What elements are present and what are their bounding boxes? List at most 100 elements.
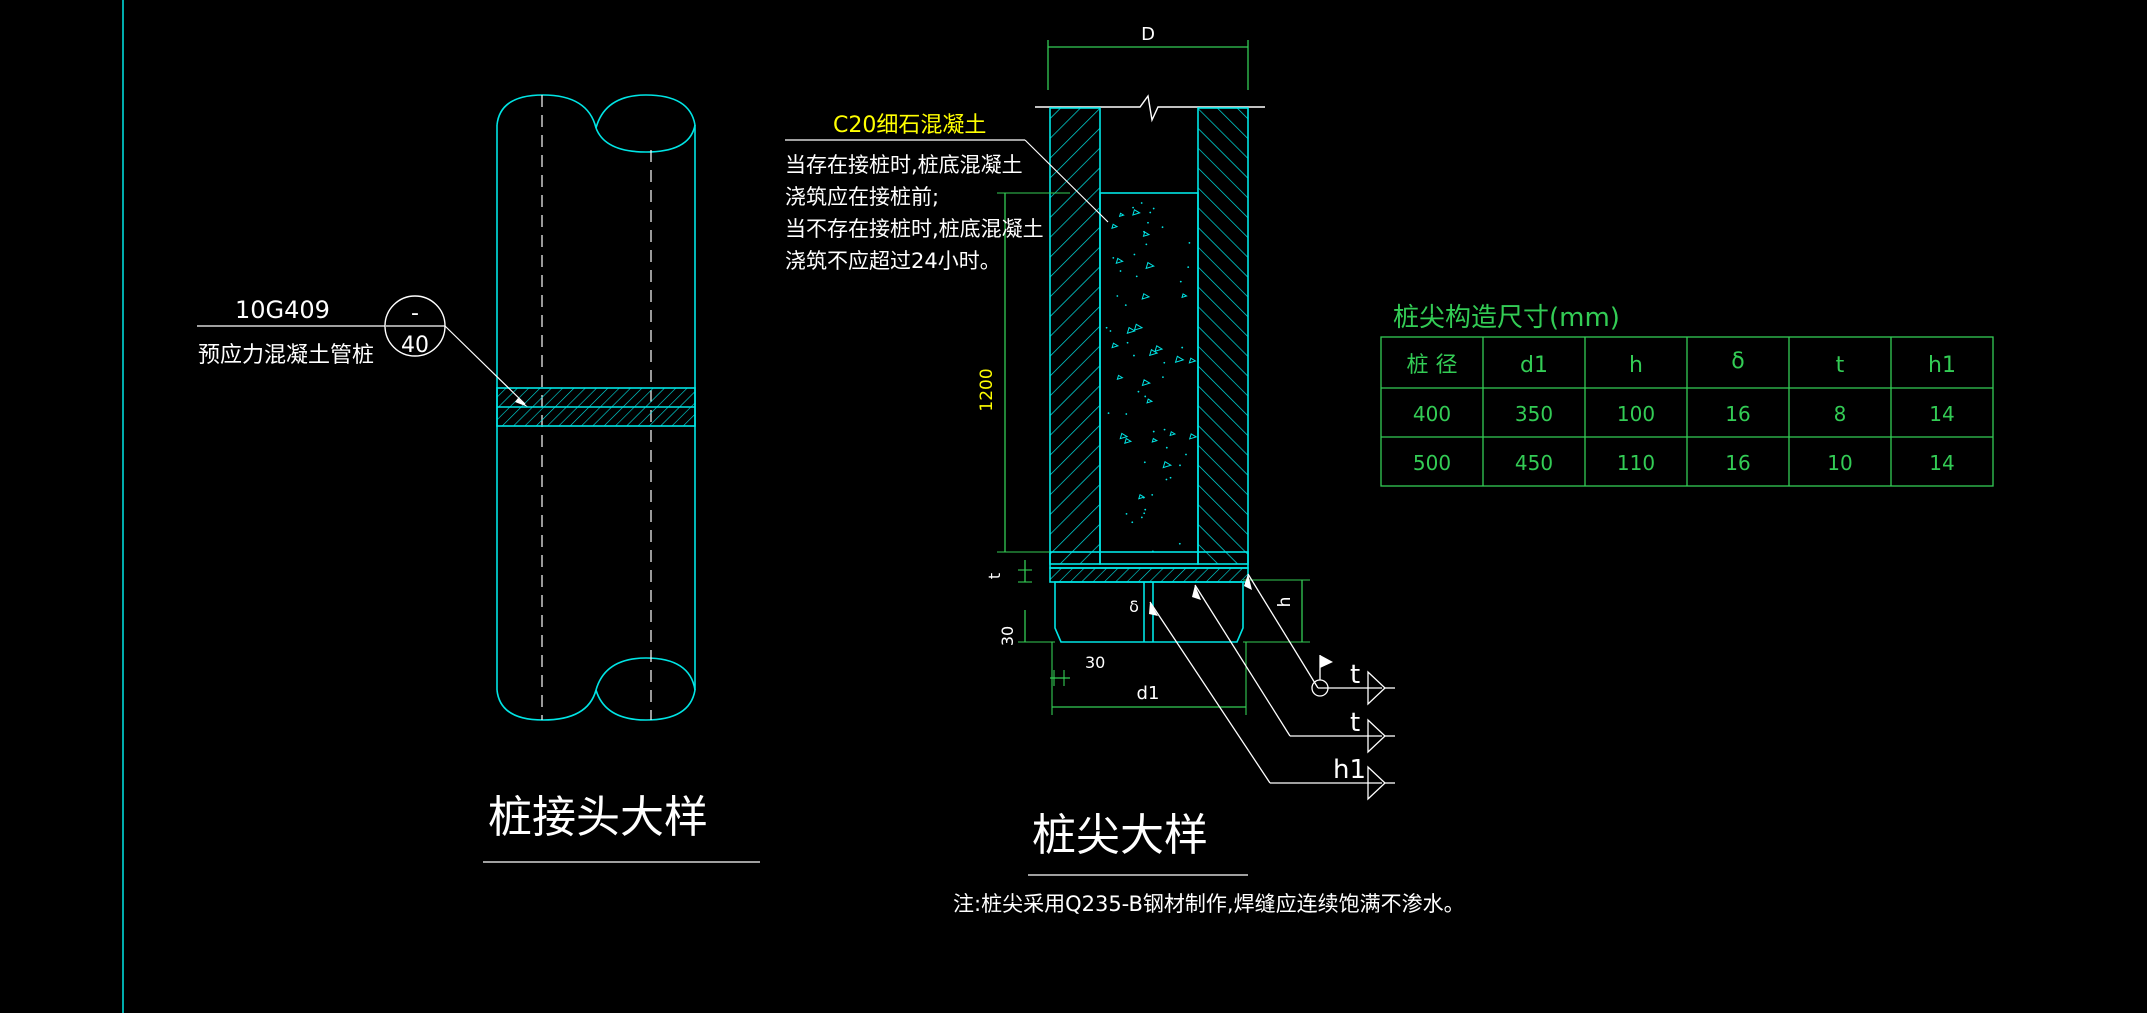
joint-ref-code: 10G409 xyxy=(235,296,330,324)
table-header-delta: δ xyxy=(1731,349,1744,374)
aggregate-mark xyxy=(1132,209,1141,216)
table-cell: 100 xyxy=(1617,402,1655,426)
aggregate-dot xyxy=(1137,390,1140,393)
aggregate-mark xyxy=(1138,493,1146,500)
table-header-h: h xyxy=(1629,353,1643,378)
pile-joint-detail: 10G409 预应力混凝土管桩 - 40 桩接头大样 xyxy=(197,94,760,863)
aggregate-mark xyxy=(1141,292,1151,300)
aggregate-dot xyxy=(1151,494,1154,496)
table-header-h1: h1 xyxy=(1928,353,1956,378)
aggregate-mark xyxy=(1162,460,1173,469)
aggregate-mark xyxy=(1151,437,1159,443)
joint-detail-title: 桩接头大样 xyxy=(488,792,708,843)
aggregate-dot xyxy=(1144,395,1147,398)
aggregate-dot xyxy=(1105,326,1108,329)
pour-note-line-4: 浇筑不应超过24小时。 xyxy=(785,249,1001,273)
table-cell: 14 xyxy=(1929,451,1954,475)
aggregate-mark xyxy=(1142,231,1151,238)
aggregate-dot xyxy=(1169,476,1172,479)
aggregate-dot xyxy=(1140,202,1143,204)
aggregate-mark xyxy=(1111,342,1120,349)
table-cell: 14 xyxy=(1929,402,1954,426)
aggregate-dot xyxy=(1109,330,1112,332)
aggregate-dot xyxy=(1143,461,1146,464)
aggregate-dot xyxy=(1147,221,1149,224)
table-header-d1: d1 xyxy=(1520,353,1548,378)
aggregate-dot xyxy=(1165,478,1168,481)
aggregate-dot xyxy=(1126,341,1129,344)
table-title: 桩尖构造尺寸(mm) xyxy=(1393,303,1620,333)
dim-h: h xyxy=(1275,597,1295,608)
dim-t-left: t xyxy=(985,573,1004,579)
aggregate-dot xyxy=(1188,241,1191,244)
dim-D: D xyxy=(1141,24,1155,45)
table-cell: 450 xyxy=(1515,451,1553,475)
aggregate-mark xyxy=(1141,379,1151,387)
aggregate-dot xyxy=(1185,453,1187,456)
aggregate-dot xyxy=(1125,413,1128,415)
concrete-label: C20细石混凝土 xyxy=(833,113,986,138)
table-header-t: t xyxy=(1836,353,1845,378)
aggregate-dot xyxy=(1165,446,1168,449)
table-cell: 8 xyxy=(1834,402,1847,426)
aggregate-mark xyxy=(1181,293,1188,299)
tip-detail-title: 桩尖大样 xyxy=(1032,810,1208,861)
aggregate-dot xyxy=(1179,280,1182,283)
pour-note-line-3: 当不存在接桩时,桩底混凝土 xyxy=(785,217,1044,241)
aggregate-dot xyxy=(1116,295,1119,297)
aggregate-dot xyxy=(1131,521,1134,524)
aggregate-dot xyxy=(1181,346,1184,349)
tip-footnote: 注:桩尖采用Q235-B钢材制作,焊缝应连续饱满不渗水。 xyxy=(953,892,1465,916)
pile-tip-detail: D 1200 t 30 30 xyxy=(785,24,1465,916)
aggregate-mark xyxy=(1174,355,1185,363)
aggregate-mark xyxy=(1146,398,1154,404)
aggregate-mark xyxy=(1188,357,1197,364)
aggregate-dot xyxy=(1124,304,1127,306)
aggregate-dot xyxy=(1163,428,1166,431)
aggregate-mark xyxy=(1119,432,1129,440)
aggregate-mark xyxy=(1169,430,1177,437)
table-cell: 16 xyxy=(1725,402,1750,426)
dim-delta: δ xyxy=(1129,597,1139,616)
table-cell: 400 xyxy=(1413,402,1451,426)
table-cell: 10 xyxy=(1827,451,1852,475)
aggregate-mark xyxy=(1126,326,1136,334)
aggregate-dot xyxy=(1149,211,1152,214)
weld-label-h1: h1 xyxy=(1333,755,1366,785)
pour-note-line-1: 当存在接桩时,桩底混凝土 xyxy=(785,153,1023,177)
aggregate-dot xyxy=(1135,275,1138,278)
dim-30-vertical: 30 xyxy=(998,626,1017,646)
joint-callout-bottom: 40 xyxy=(401,333,429,358)
aggregate-dot xyxy=(1125,512,1128,515)
dim-30-horizontal: 30 xyxy=(1085,653,1105,672)
table-cell: 350 xyxy=(1515,402,1553,426)
aggregate-dot xyxy=(1152,430,1155,433)
aggregate-dot xyxy=(1133,354,1135,357)
joint-callout-top: - xyxy=(411,301,419,326)
aggregate-dot xyxy=(1187,266,1190,269)
aggregate-dot xyxy=(1119,270,1122,272)
weld-label-t-1: t xyxy=(1350,660,1360,690)
aggregate-dot xyxy=(1107,412,1110,415)
table-cell: 110 xyxy=(1617,451,1655,475)
aggregate-dot xyxy=(1161,226,1164,229)
aggregate-mark xyxy=(1118,212,1125,218)
pour-note-line-2: 浇筑应在接桩前; xyxy=(785,185,939,209)
aggregate-dot xyxy=(1163,361,1166,364)
aggregate-mark xyxy=(1145,261,1155,270)
aggregate-mark xyxy=(1115,257,1124,265)
table-cell: 500 xyxy=(1413,451,1451,475)
joint-ref-desc: 预应力混凝土管桩 xyxy=(198,343,374,368)
table-cell: 16 xyxy=(1725,451,1750,475)
aggregate-mark xyxy=(1188,433,1198,440)
aggregate-dot xyxy=(1112,257,1115,259)
aggregate-mark xyxy=(1154,345,1164,352)
dim-1200: 1200 xyxy=(977,368,997,411)
weld-label-t-2: t xyxy=(1350,708,1360,738)
dim-d1: d1 xyxy=(1137,683,1160,704)
aggregate-mark xyxy=(1116,374,1124,380)
aggregate-dot xyxy=(1143,230,1145,233)
concrete-fill xyxy=(1105,202,1198,553)
table-header-pile-dia: 桩 径 xyxy=(1407,353,1458,378)
